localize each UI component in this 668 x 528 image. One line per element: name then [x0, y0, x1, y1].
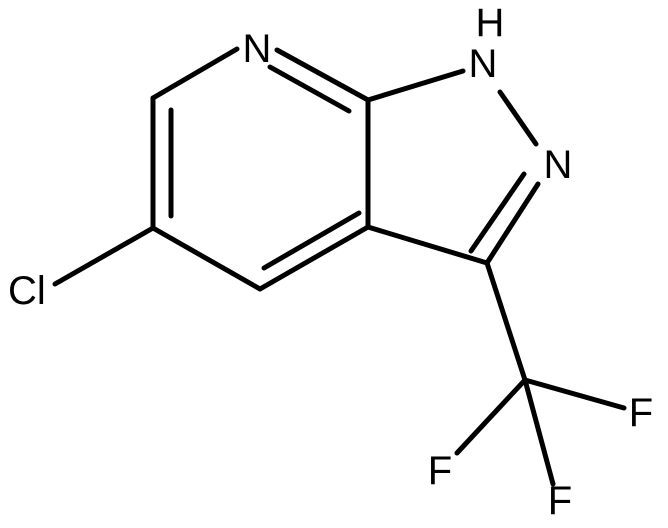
bond-c5-cl — [52, 225, 156, 287]
atom-label-n-pyridine: N — [243, 27, 272, 71]
atom-label-f-bottom: F — [548, 479, 572, 523]
atom-label-f-right: F — [629, 391, 653, 435]
bond-cf3-f-bottom — [522, 377, 556, 487]
atom-label-n-pyrazole: N — [544, 143, 573, 187]
bond-n1-n2 — [497, 89, 539, 147]
bond-c3-cf3 — [484, 260, 528, 383]
atom-label-nh: N — [469, 42, 498, 86]
atom-label-cl: Cl — [8, 269, 46, 313]
atom-label-f-left: F — [428, 449, 452, 493]
bond-c7a-n7 — [274, 47, 371, 103]
bond-c7a-n1 — [365, 68, 466, 103]
bond-n2-c3 — [484, 181, 541, 266]
bond-c5-c4 — [150, 225, 263, 292]
bond-n7-c6 — [150, 46, 240, 101]
bond-c4-c3a-inner — [261, 210, 362, 271]
bond-c4-c3a — [257, 224, 371, 292]
bond-c3-c3a — [365, 224, 490, 266]
bond-n2-c3-inner — [468, 171, 527, 254]
bond-cf3-f-left — [454, 377, 528, 456]
bond-c7a-n7-inner — [267, 64, 352, 114]
bond-cf3-f-right — [522, 377, 627, 411]
atom-label-h: H — [476, 1, 505, 45]
